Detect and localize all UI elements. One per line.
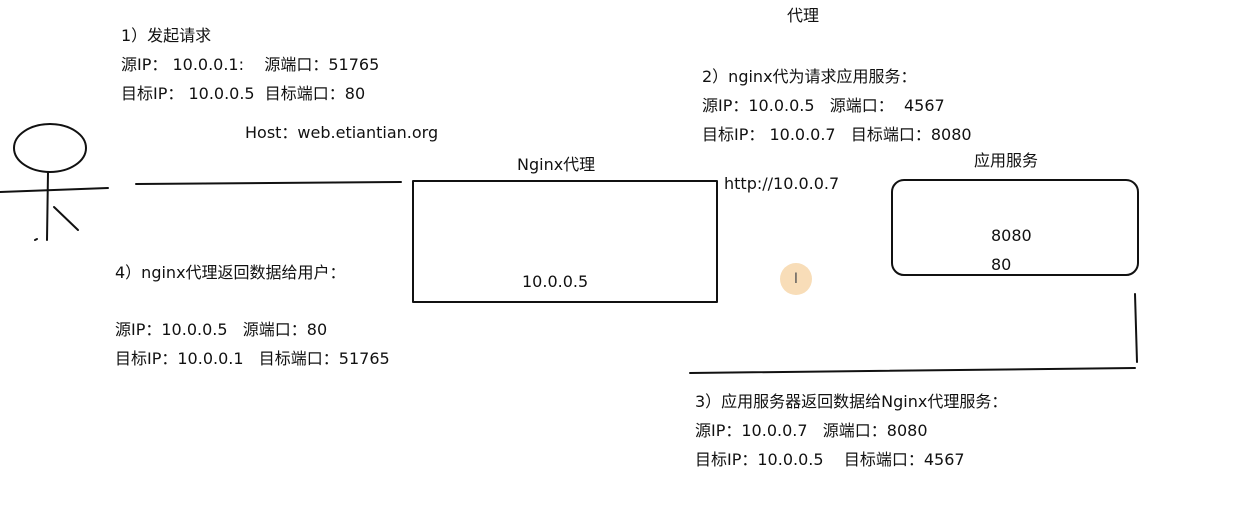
app-label: 应用服务	[974, 151, 1039, 170]
user-leg	[53, 206, 79, 231]
text-cursor-glyph: I	[793, 271, 799, 287]
step3-destination: 目标IP：10.0.0.5 目标端口：4567	[695, 450, 965, 469]
return-line-vertical	[1134, 293, 1138, 363]
diagram-title: 代理	[787, 6, 820, 25]
app-port-80: 80	[991, 255, 1012, 274]
step1-source: 源IP： 10.0.0.1: 源端口：51765	[121, 55, 380, 74]
app-url: http://10.0.0.7	[724, 174, 840, 193]
step1-heading: 1）发起请求	[121, 26, 212, 45]
user-head	[13, 123, 87, 173]
step4-source: 源IP：10.0.0.5 源端口：80	[115, 320, 328, 339]
nginx-proxy-box	[412, 180, 718, 303]
app-port-8080: 8080	[991, 226, 1032, 245]
text-cursor-icon: I	[780, 263, 812, 295]
user-arms	[0, 187, 109, 193]
step3-heading: 3）应用服务器返回数据给Nginx代理服务：	[695, 392, 1008, 411]
step2-destination: 目标IP： 10.0.0.7 目标端口：8080	[702, 125, 972, 144]
nginx-label: Nginx代理	[517, 155, 596, 174]
step4-destination: 目标IP：10.0.0.1 目标端口：51765	[115, 349, 390, 368]
step4-heading: 4）nginx代理返回数据给用户：	[115, 263, 346, 282]
user-body	[46, 171, 49, 241]
step2-source: 源IP：10.0.0.5 源端口： 4567	[702, 96, 945, 115]
app-server-box	[891, 179, 1139, 276]
step1-host: Host：web.etiantian.org	[245, 123, 439, 142]
user-foot	[34, 238, 38, 241]
step2-heading: 2）nginx代为请求应用服务：	[702, 67, 917, 86]
return-line-horizontal	[689, 367, 1136, 374]
nginx-ip: 10.0.0.5	[522, 272, 589, 291]
step3-source: 源IP：10.0.0.7 源端口：8080	[695, 421, 928, 440]
step1-destination: 目标IP： 10.0.0.5 目标端口：80	[121, 84, 366, 103]
user-to-nginx-line	[135, 181, 402, 185]
